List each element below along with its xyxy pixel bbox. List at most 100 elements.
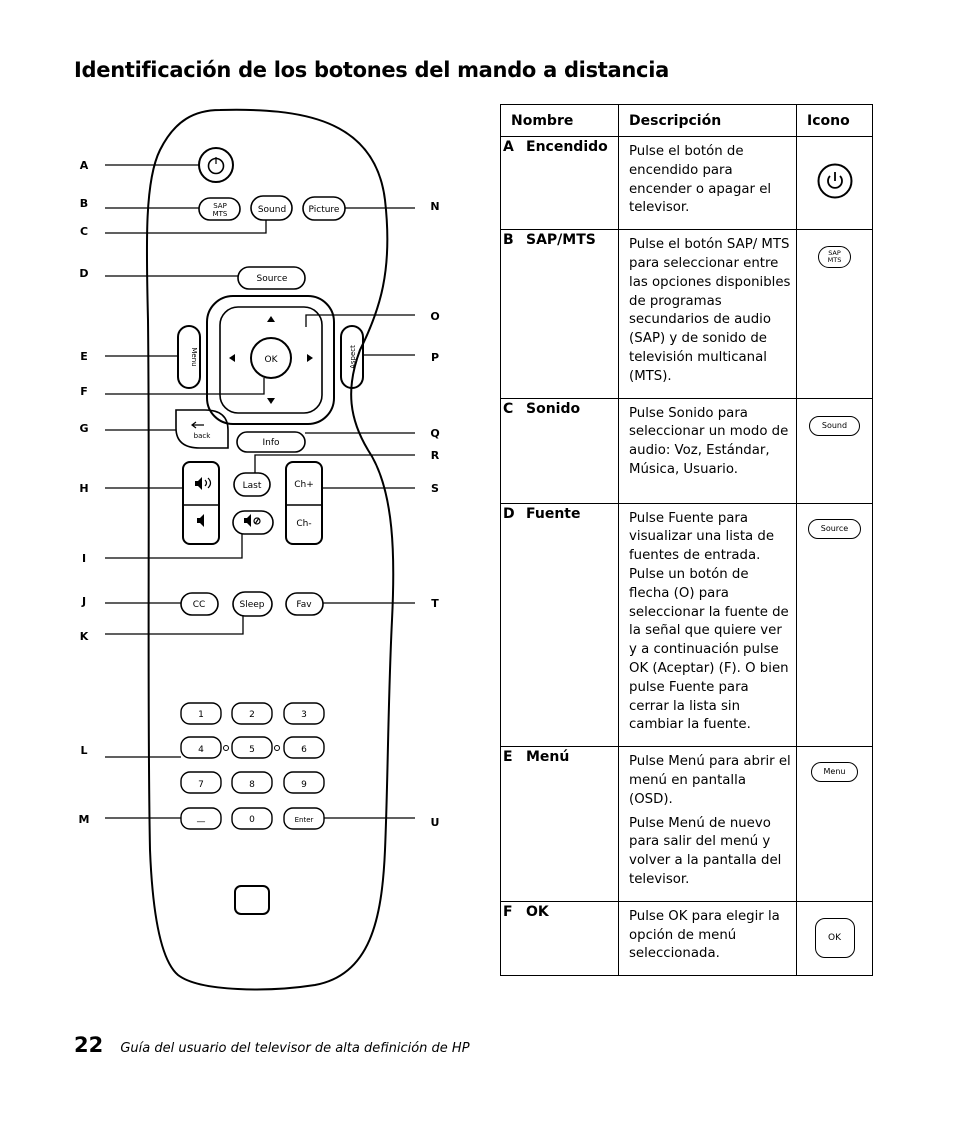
- callout-p: P: [431, 351, 439, 364]
- digit-2: 2: [249, 710, 255, 720]
- footer-text: Guía del usuario del televisor de alta d…: [120, 1041, 470, 1056]
- back-arrow-icon: [191, 421, 204, 429]
- digit-4: 4: [198, 745, 204, 755]
- callout-f: F: [80, 385, 88, 398]
- remote-sleep-button: [232, 591, 273, 617]
- arrow-right-icon: [307, 354, 313, 362]
- row-description: Pulse el botón de encendido para encende…: [629, 144, 772, 216]
- row-description: Pulse Fuente para visualizar una lista d…: [629, 510, 789, 733]
- callout-k: K: [80, 630, 89, 643]
- keypad-dot: [274, 745, 280, 751]
- remote-power-button: [198, 147, 234, 183]
- menu-icon: Menu: [810, 762, 859, 783]
- fav-label: Fav: [296, 600, 312, 610]
- remote-control-diagram: SAP MTS Sound Picture Source OK Menu Asp…: [79, 108, 440, 991]
- remote-nav-ring-inner: [219, 306, 323, 414]
- remote-outline: [145, 108, 395, 991]
- row-letter: A: [503, 139, 514, 155]
- back-label: back: [194, 432, 212, 440]
- callout-j: J: [81, 595, 86, 608]
- row-letter: D: [503, 505, 515, 522]
- volume-down-icon: [197, 514, 204, 527]
- header-name: Nombre: [500, 104, 619, 137]
- source-label: Source: [257, 274, 288, 284]
- enter-label: Enter: [295, 816, 314, 824]
- keypad-key: [231, 736, 273, 759]
- remote-ok-button: [250, 337, 292, 379]
- callout-o: O: [430, 310, 439, 323]
- sleep-label: Sleep: [239, 600, 264, 610]
- mts-icon-text: MTS: [827, 256, 842, 265]
- picture-label: Picture: [309, 205, 340, 215]
- sap-label: SAP: [213, 202, 227, 210]
- callout-g: G: [79, 422, 88, 435]
- last-label: Last: [243, 481, 262, 491]
- keypad-key: [180, 771, 222, 794]
- digit-9: 9: [301, 780, 307, 790]
- row-letter: E: [503, 749, 513, 766]
- remote-cc-button: [180, 592, 219, 616]
- arrow-up-icon: [267, 316, 275, 322]
- row-description: Pulse Menú de nuevo para salir del menú …: [629, 815, 782, 887]
- callout-s: S: [431, 482, 439, 495]
- callout-l: L: [80, 744, 87, 757]
- header-icon: Icono: [796, 104, 873, 137]
- row-letter: C: [503, 400, 514, 417]
- header-description: Descripción: [618, 104, 797, 137]
- row-description: Pulse el botón SAP/ MTS para seleccionar…: [629, 237, 791, 384]
- row-name: Sonido: [526, 400, 581, 417]
- digit-7: 7: [198, 780, 204, 790]
- sound-label: Sound: [258, 205, 286, 215]
- keypad-key: [283, 702, 325, 725]
- callout-q: Q: [430, 427, 439, 440]
- sap-icon-text: SAP: [828, 249, 841, 258]
- row-description: Pulse Menú para abrir el menú en pantall…: [629, 754, 791, 807]
- remote-mute-button: [232, 510, 274, 535]
- source-icon: Source: [807, 518, 862, 539]
- keypad-key: [180, 736, 222, 759]
- callout-c: C: [80, 225, 88, 238]
- page-footer: 22 Guía del usuario del televisor de alt…: [74, 1033, 470, 1057]
- callout-m: M: [79, 813, 90, 826]
- keypad-key: [231, 771, 273, 794]
- row-name: Encendido: [526, 139, 608, 155]
- digit-3: 3: [301, 710, 307, 720]
- keypad-key: [283, 771, 325, 794]
- volume-up-icon: [195, 477, 202, 490]
- ch-up-label: Ch+: [294, 480, 314, 490]
- remote-volume-rocker: [182, 461, 220, 545]
- callout-h: H: [79, 482, 88, 495]
- mute-icon: [244, 514, 251, 527]
- cc-label: CC: [193, 600, 206, 610]
- digit-5: 5: [249, 745, 255, 755]
- remote-sap-button: [198, 197, 241, 221]
- callout-r: R: [431, 449, 440, 462]
- page-number: 22: [74, 1033, 104, 1057]
- digit-1: 1: [198, 710, 204, 720]
- info-label: Info: [262, 438, 280, 448]
- keypad-key: [283, 736, 325, 759]
- row-name: OK: [526, 903, 549, 920]
- row-letter: B: [503, 232, 514, 249]
- dash-label: —: [197, 817, 206, 827]
- row-description: Pulse OK para elegir la opción de menú s…: [629, 908, 780, 962]
- remote-info-button: [236, 431, 306, 453]
- aspect-label: Aspect: [349, 345, 357, 369]
- remote-back-button: [175, 409, 229, 449]
- sound-icon: Sound: [808, 415, 861, 436]
- ok-label: OK: [265, 355, 279, 365]
- table-header-row: Nombre Descripción Icono: [500, 104, 873, 137]
- callout-b: B: [80, 197, 88, 210]
- keypad-key: [180, 702, 222, 725]
- callout-d: D: [79, 267, 88, 280]
- callout-n: N: [430, 200, 439, 213]
- remote-channel-rocker: [285, 461, 323, 545]
- remote-source-button: [237, 266, 306, 290]
- keypad-key: [231, 807, 273, 830]
